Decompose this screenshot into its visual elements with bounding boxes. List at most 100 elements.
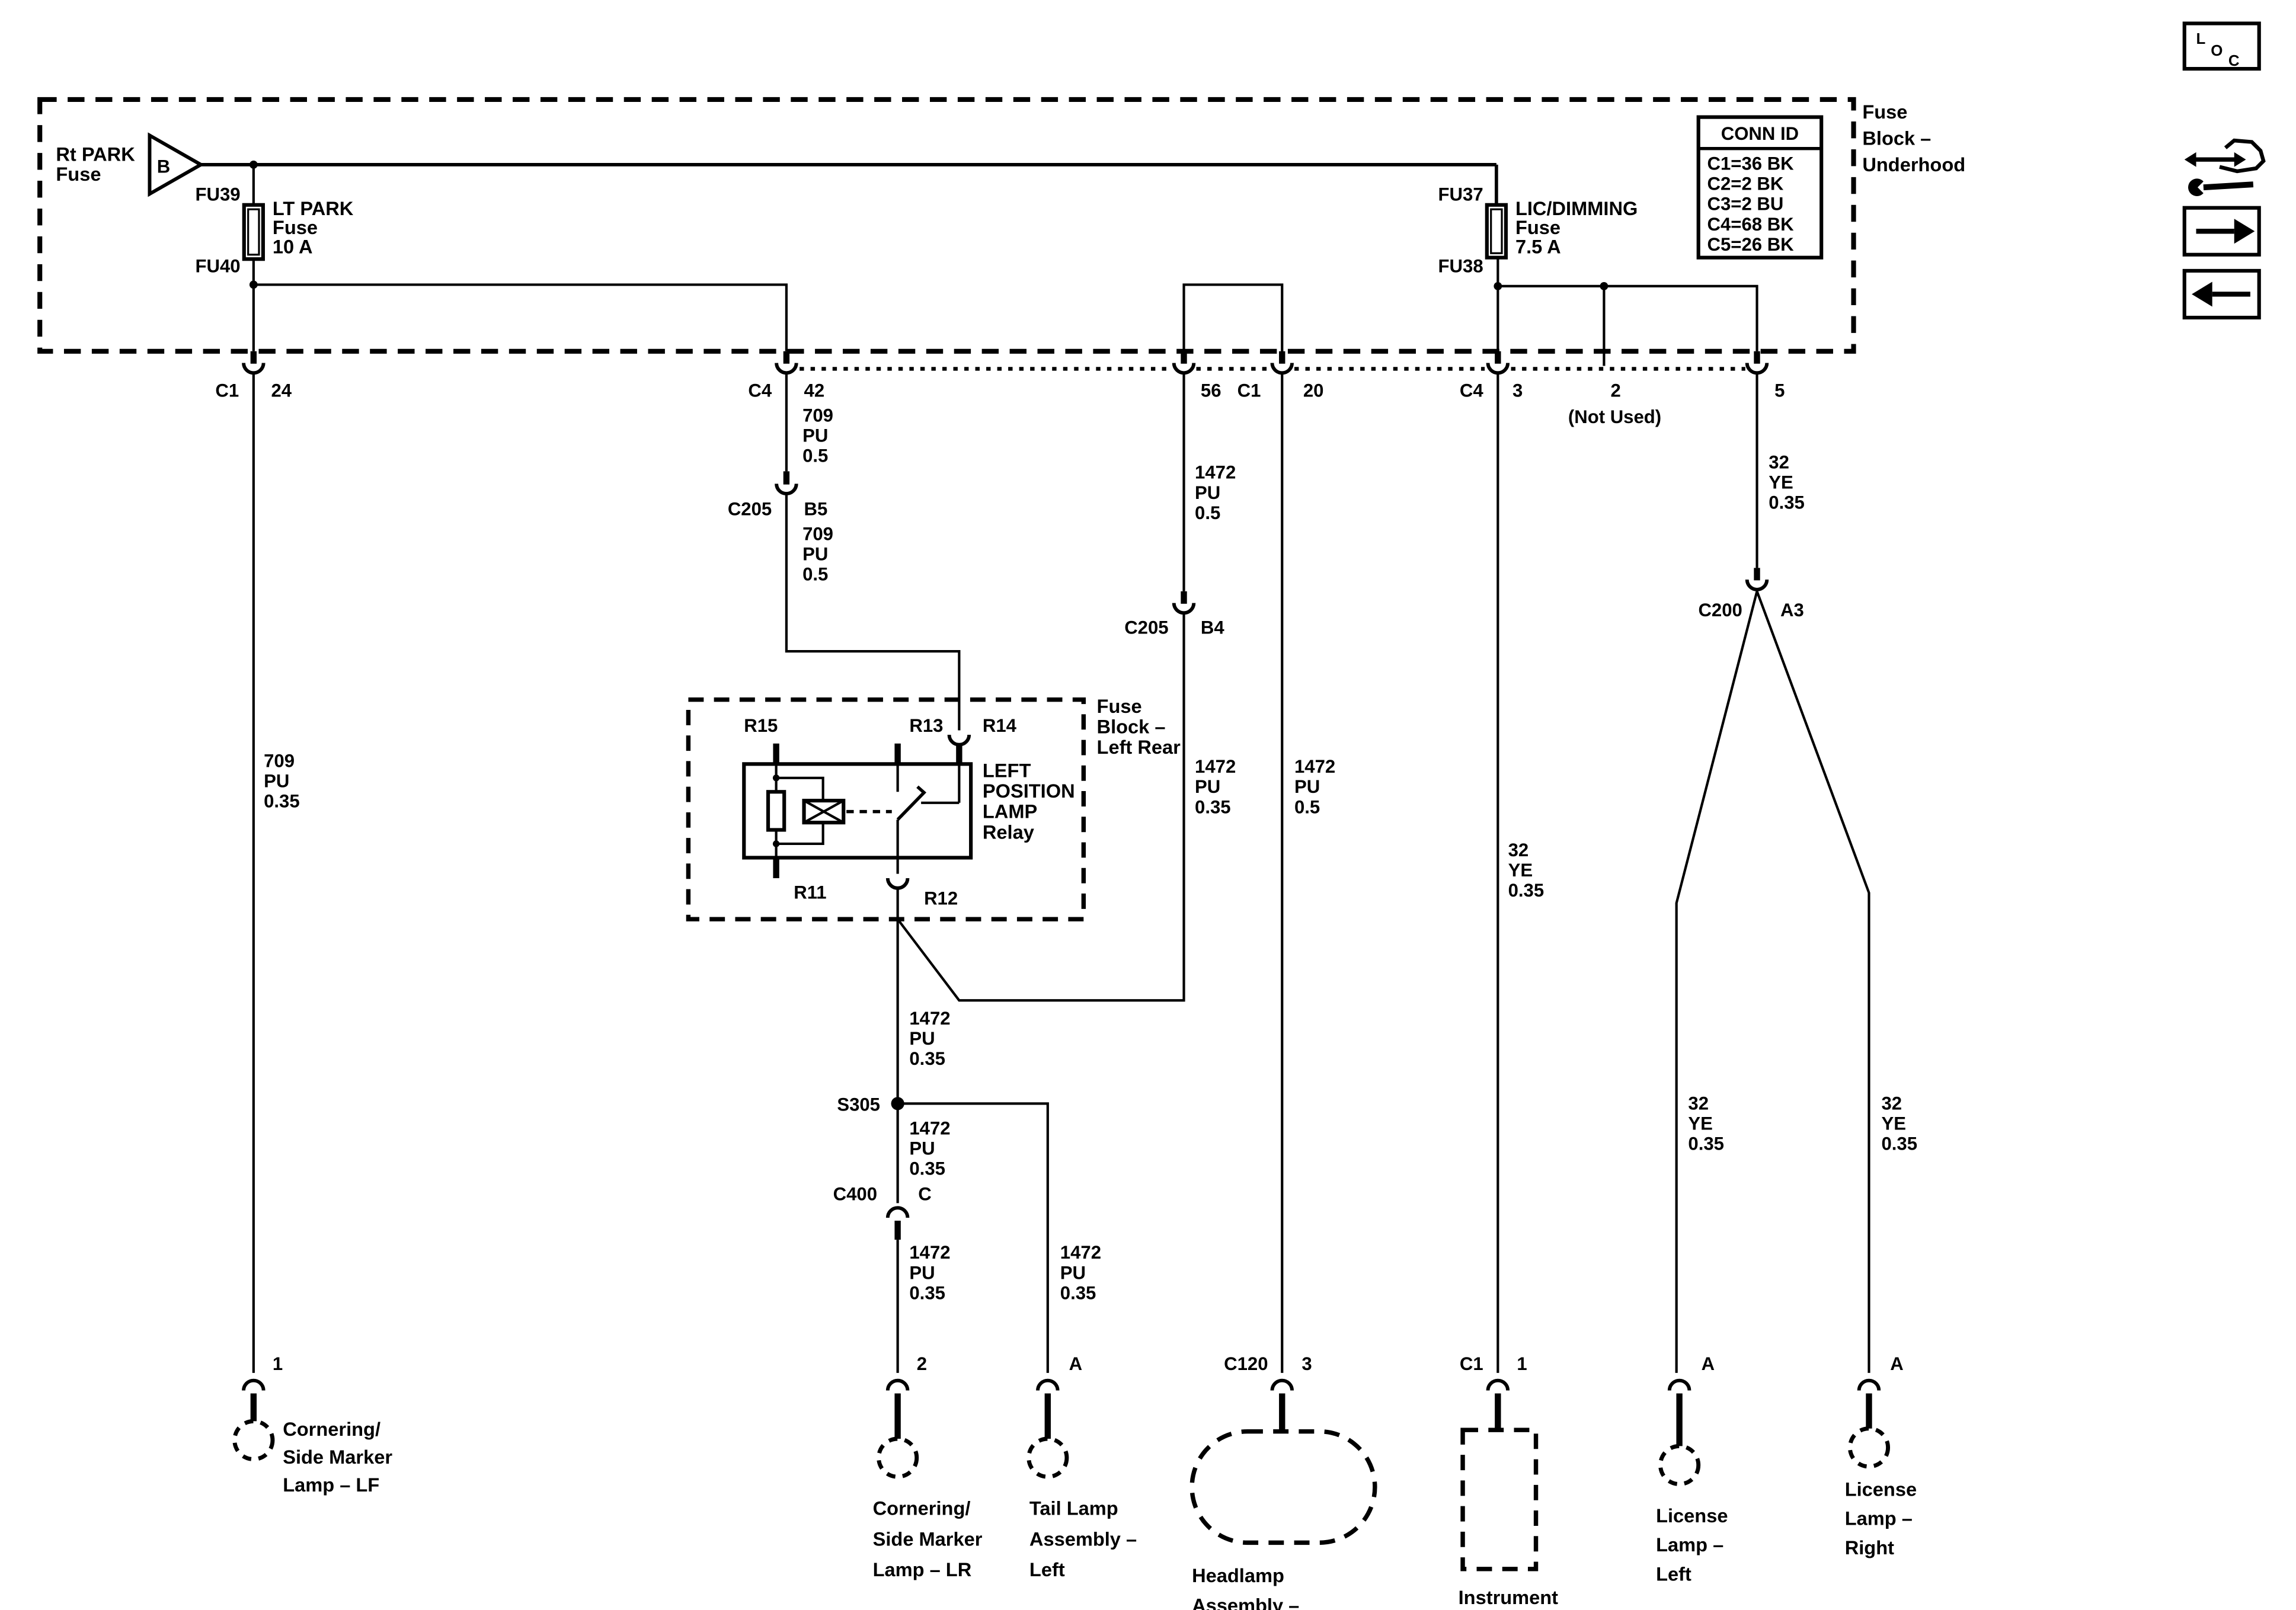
loc-letter-o: O (2211, 43, 2223, 59)
right-arrow-icon (2234, 219, 2255, 244)
pin-a-label: A (1702, 1353, 1715, 1374)
pin-b5-label: B5 (804, 498, 828, 519)
pin-a-label: A (1890, 1353, 1903, 1374)
connector-c4-label: C4 (1460, 380, 1483, 401)
r14-label: R14 (983, 715, 1017, 736)
headlamp-icon (1189, 1429, 1377, 1545)
fu37-label: FU37 (1438, 184, 1483, 204)
connector-c4-3: C4 3 (1460, 351, 1523, 401)
lt-park-fuse-icon-inner (247, 208, 260, 256)
fu38-label: FU38 (1438, 255, 1483, 276)
connector-c400-label: C400 (833, 1183, 877, 1204)
lamp-lr-icon (877, 1436, 919, 1479)
relay-coil-icon (766, 790, 786, 832)
pin-a3-label: A3 (1780, 600, 1804, 620)
connector-c205-b4: C205 B4 (1124, 591, 1224, 638)
wire-32-ye-right-leg (1755, 591, 1870, 1373)
conn-id-title: CONN ID (1721, 123, 1799, 144)
connector-c1-label: C1 (1237, 380, 1261, 401)
nav-icons: L O C (2182, 21, 2266, 320)
pin-2-label: 2 (1611, 380, 1621, 401)
connector-c1-56: 56 C1 (1172, 351, 1261, 401)
pin-b4-label: B4 (1201, 617, 1224, 638)
pin-2-not-used: 2 (Not Used) (1568, 380, 1661, 427)
connector-pin-5: 5 (1745, 351, 1785, 401)
pin-3-label: 3 (1512, 380, 1523, 401)
connector-c200-a3: C200 A3 (1698, 568, 1804, 620)
relay-body-outline (742, 762, 973, 860)
underhood-connector-row: C1 24 C4 42 56 C1 20 C4 3 2 (Not Used) (215, 351, 1785, 427)
lamp-lf-icon (232, 1419, 275, 1462)
pin-5-label: 5 (1774, 380, 1785, 401)
lic-dimming-fuse-icon-inner (1490, 208, 1503, 254)
wire-jumper-56-20 (1182, 283, 1284, 363)
fu39-label: FU39 (196, 184, 241, 204)
feed-triangle-letter: B (157, 156, 170, 177)
connector-c4-label: C4 (748, 380, 772, 401)
connector-c1-label: C1 (1460, 1353, 1483, 1374)
fu40-label: FU40 (196, 255, 241, 276)
wire-32-ye-left-leg (1675, 591, 1758, 1373)
license-lamp-left-icon (1658, 1443, 1701, 1487)
loc-button[interactable]: L O C (2182, 21, 2261, 71)
wire-1472-pu-to-relay (896, 614, 1185, 1002)
previous-page-button[interactable] (2182, 268, 2261, 320)
splice-s305-label: S305 (837, 1094, 880, 1115)
next-page-button[interactable] (2182, 206, 2261, 257)
r12-label: R12 (924, 888, 958, 908)
conn-id-outline (1696, 115, 1824, 260)
license-lamp-right-icon (1847, 1426, 1891, 1469)
connector-c200-label: C200 (1698, 600, 1742, 620)
connector-c1-label: C1 (215, 380, 239, 401)
pin-24-label: 24 (271, 380, 292, 401)
connector-c1-20: 20 (1270, 351, 1324, 401)
pin-c-label: C (918, 1183, 931, 1204)
junction-dot (249, 160, 258, 169)
connector-c205-b5: C205 B5 (728, 471, 827, 519)
connector-r14-arc (947, 734, 971, 747)
wire-1472-pu-tail-branch (897, 1102, 1049, 1373)
service-info-icon[interactable] (2184, 138, 2266, 196)
r13-label: R13 (909, 715, 943, 736)
relay-switch-r14-link (921, 764, 961, 804)
relay-switch-blade (896, 785, 927, 821)
not-used-label: (Not Used) (1568, 406, 1661, 427)
wire-fu40-branch (253, 283, 788, 351)
connector-r12-arc (885, 878, 910, 890)
feed-triangle-icon (148, 132, 204, 197)
pin-a-label: A (1069, 1353, 1082, 1374)
wire-fu38-distribution (1498, 284, 1758, 351)
pin-20-label: 20 (1303, 380, 1324, 401)
